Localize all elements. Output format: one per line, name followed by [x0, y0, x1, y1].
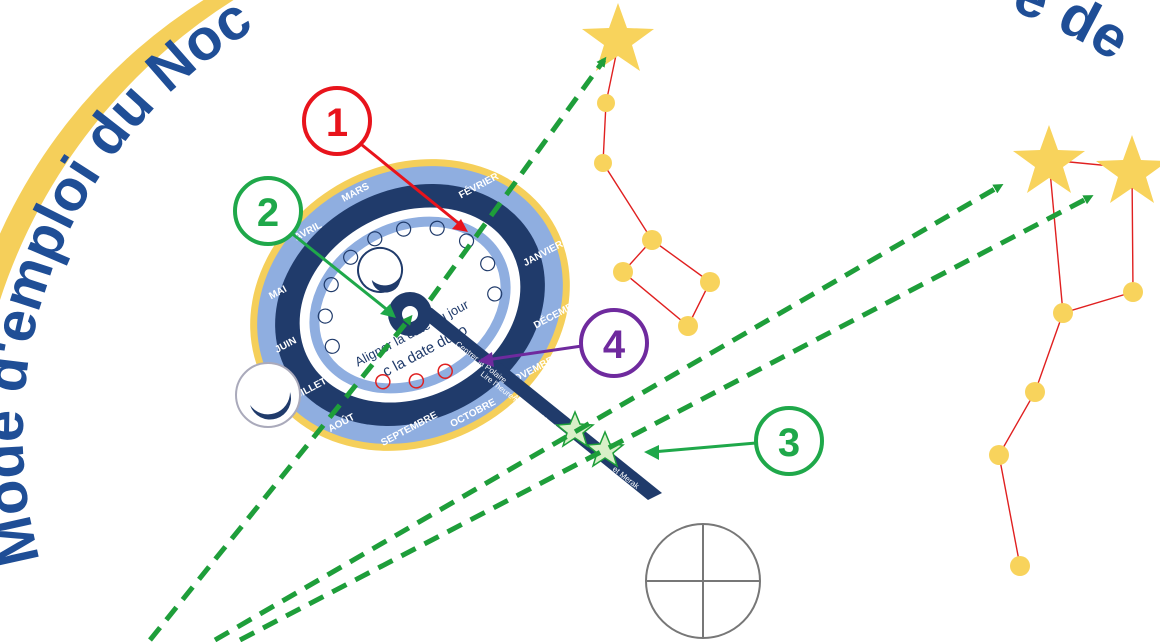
crosshair-icon [646, 524, 760, 638]
constellation-little-dipper [582, 3, 720, 336]
constellation-star-dot [1010, 556, 1030, 576]
constellation-big-dipper [989, 125, 1160, 576]
callout-marker-3: 3 [644, 408, 822, 474]
constellation-star-dot [1123, 282, 1143, 302]
constellation-star-dot [594, 154, 612, 172]
merak-star-icon [1096, 135, 1160, 203]
constellation-star-dot [613, 262, 633, 282]
constellation-star-dot [1053, 303, 1073, 323]
svg-text:3: 3 [778, 421, 800, 465]
constellation-star-dot [597, 94, 615, 112]
polaris-star-icon [582, 3, 654, 71]
svg-text:4: 4 [603, 323, 626, 367]
constellation-star-dot [642, 230, 662, 250]
constellation-star-dot [989, 445, 1009, 465]
logo-badge [236, 363, 300, 427]
svg-text:2: 2 [257, 191, 279, 235]
svg-text:1: 1 [326, 101, 348, 145]
page-title: Mode d'emploi du Noc [0, 0, 262, 572]
constellation-star-dot [678, 316, 698, 336]
page-title-right: e de [1005, 0, 1141, 73]
constellation-star-dot [1025, 382, 1045, 402]
pivot-hole [402, 306, 418, 322]
dubhe-star-icon [1013, 125, 1085, 193]
constellation-star-dot [700, 272, 720, 292]
